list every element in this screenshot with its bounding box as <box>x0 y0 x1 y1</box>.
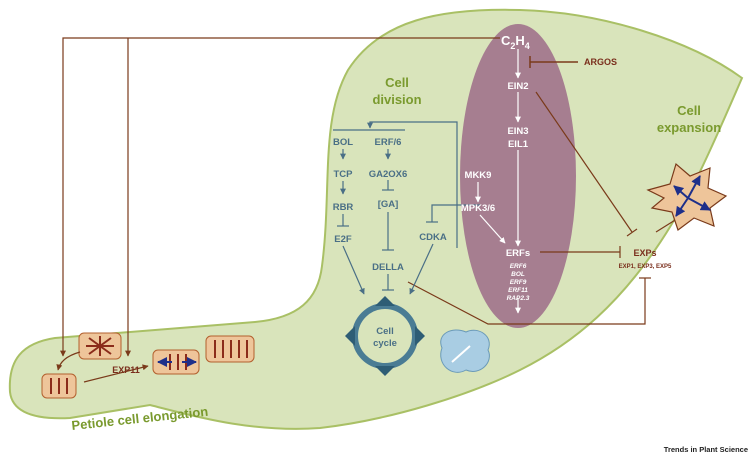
erf-item: ERF9 <box>510 279 527 286</box>
mkk9-label: MKK9 <box>465 170 492 181</box>
petiole-cell-mid <box>152 349 200 375</box>
cell-cycle-label-2: cycle <box>373 338 397 349</box>
cell-division-title-1: Cell <box>385 75 409 90</box>
exp-list-label: EXP1, EXP3, EXP5 <box>619 264 672 270</box>
erf-item: ERF11 <box>508 287 528 294</box>
bol-label: BOL <box>333 137 353 148</box>
oval-pathway-arrows <box>475 49 521 314</box>
petiole-cell-top <box>78 332 122 360</box>
footer-credit: Trends in Plant Science <box>664 445 748 454</box>
cell-expansion-title-2: expansion <box>657 120 721 135</box>
ga2ox6-label: GA2OX6 <box>369 169 408 180</box>
ein2-label: EIN2 <box>507 81 528 92</box>
c2h4-to-petiole-lines <box>60 37 500 357</box>
e2f-label: E2F <box>334 234 352 245</box>
ein2-exps-inhibition <box>535 91 638 237</box>
erf-item: ERF6 <box>510 263 527 270</box>
c2h4-label: C2H4 <box>501 33 530 51</box>
erf-item: RAP2.3 <box>507 295 530 302</box>
tcp-label: TCP <box>334 169 354 180</box>
exp11-label: EXP11 <box>112 365 140 375</box>
petiole-cell-left <box>41 373 77 399</box>
rbr-label: RBR <box>333 202 354 213</box>
erf6-label: ERF/6 <box>375 137 402 148</box>
cell-division-title-2: division <box>372 92 421 107</box>
cdka-label: CDKA <box>419 232 447 243</box>
erfs-exps-inhibition <box>540 246 621 258</box>
division-pathways <box>333 121 480 295</box>
ein3-label: EIN3 <box>507 126 528 137</box>
della-label: DELLA <box>372 262 404 273</box>
cell-expansion-title-1: Cell <box>677 103 701 118</box>
dividing-cells-icon <box>440 329 490 373</box>
ga-label: [GA] <box>378 199 399 210</box>
petiole-cell-right <box>205 335 255 363</box>
cell-cycle-ring <box>345 296 425 376</box>
eil1-label: EIL1 <box>508 139 529 150</box>
erf-item: BOL <box>511 271 525 278</box>
argos-label: ARGOS <box>584 57 617 67</box>
exps-label: EXPs <box>633 248 656 258</box>
della-exps-inhibition <box>407 277 651 325</box>
argos-inhibition <box>529 56 578 68</box>
mpk36-label: MPK3/6 <box>461 203 495 214</box>
petiole-arrows <box>56 351 149 383</box>
cell-cycle-label-1: Cell <box>376 326 393 337</box>
expanding-cell-icon <box>646 162 728 231</box>
erfs-label: ERFs <box>506 248 530 259</box>
